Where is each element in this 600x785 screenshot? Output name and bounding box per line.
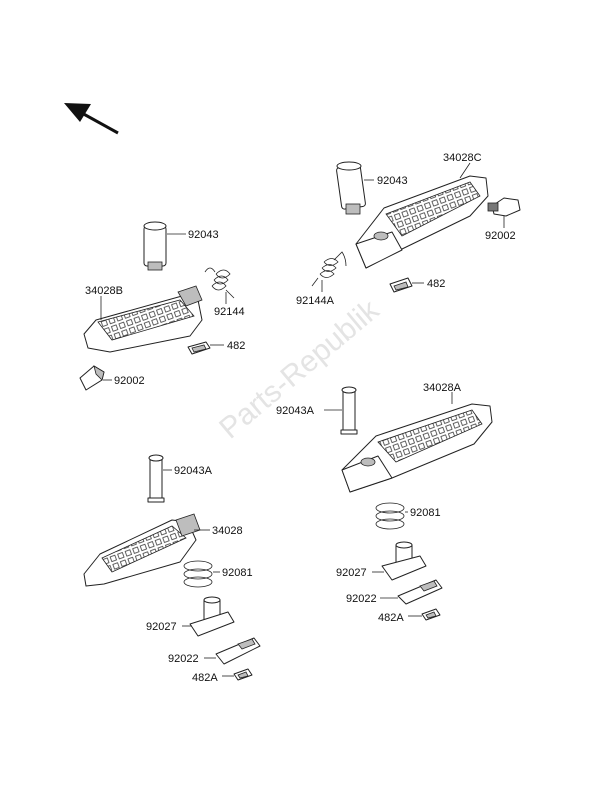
rear-right-rubber-part	[487, 197, 521, 217]
rear-left-pin-part	[143, 221, 167, 271]
rear-left-clip-part	[187, 341, 211, 355]
front-right-clip-part	[421, 608, 441, 621]
label-92022-front-right: 92022	[346, 593, 377, 605]
direction-arrow-icon	[64, 103, 119, 135]
label-482-rear-right: 482	[427, 278, 445, 290]
rear-right-assembly: 92043 34028C 92002 92144A	[296, 152, 521, 307]
front-right-pin-part	[340, 386, 358, 435]
label-92027-front-right: 92027	[336, 567, 367, 579]
front-left-pin-part	[147, 454, 165, 503]
rear-left-spring-part	[204, 267, 235, 299]
label-34028A: 34028A	[423, 382, 462, 394]
label-92043A-front-right: 92043A	[276, 405, 315, 417]
rear-right-clip-part	[389, 277, 413, 293]
label-34028: 34028	[212, 525, 243, 537]
front-left-plate-part	[215, 637, 261, 665]
front-right-bracket-part	[381, 541, 427, 581]
label-92002-rear-left: 92002	[114, 375, 145, 387]
front-right-assembly: 92043A 34028A 92081 92027	[276, 382, 493, 624]
rear-right-pin-part	[336, 161, 366, 215]
front-right-plate-part	[397, 579, 443, 605]
label-92144A: 92144A	[296, 295, 335, 307]
label-92027-front-left: 92027	[146, 621, 177, 633]
label-92043-rear-left: 92043	[188, 229, 219, 241]
label-34028C: 34028C	[443, 152, 482, 164]
rear-left-assembly: 92043 92144 34028B 482 92002	[79, 221, 245, 391]
front-left-spring-part	[183, 560, 213, 588]
rear-left-footpeg-part	[83, 285, 203, 353]
front-right-spring-part	[375, 502, 405, 530]
label-92043A-front-left: 92043A	[174, 465, 213, 477]
rear-left-rubber-part	[79, 365, 105, 391]
rear-right-spring-part	[311, 251, 347, 287]
front-left-assembly: 92043A 34028 92081 92027	[83, 454, 261, 684]
front-left-footpeg-part	[83, 513, 201, 587]
label-34028B: 34028B	[85, 285, 123, 297]
front-left-bracket-part	[189, 596, 235, 637]
label-482A-front-right: 482A	[378, 612, 404, 624]
front-left-clip-part	[233, 668, 253, 681]
front-right-footpeg-part	[341, 403, 493, 493]
label-92081-front-left: 92081	[222, 567, 253, 579]
rear-right-footpeg-part	[355, 175, 489, 269]
label-482A-front-left: 482A	[192, 672, 218, 684]
label-92081-front-right: 92081	[410, 507, 441, 519]
label-92002-rear-right: 92002	[485, 230, 516, 242]
label-482-rear-left: 482	[227, 340, 245, 352]
label-92043-rear-right: 92043	[377, 175, 408, 187]
label-92022-front-left: 92022	[168, 653, 199, 665]
label-92144: 92144	[214, 306, 245, 318]
